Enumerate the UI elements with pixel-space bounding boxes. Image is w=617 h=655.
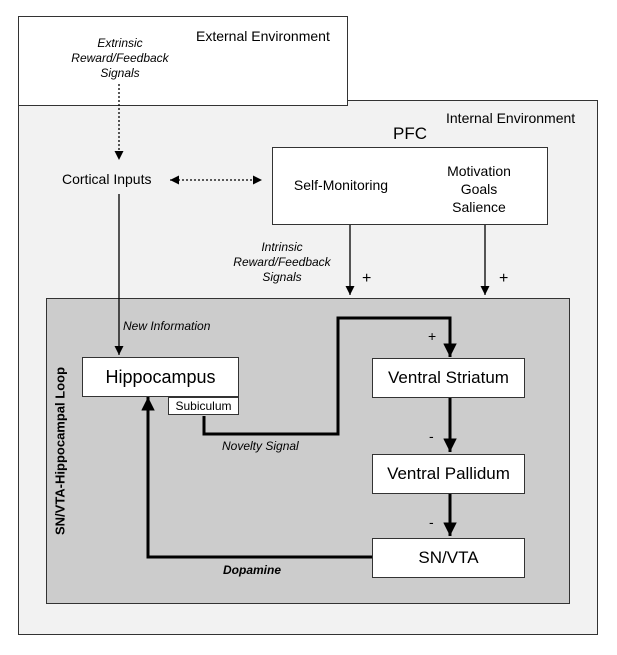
self-monitoring-label: Self-Monitoring bbox=[293, 177, 389, 193]
salience-label: Salience bbox=[452, 199, 506, 215]
external-environment-panel bbox=[18, 16, 348, 106]
extrinsic-line-3: Signals bbox=[100, 66, 140, 80]
plus-sign-left: + bbox=[362, 270, 372, 287]
external-environment-title: External Environment bbox=[196, 28, 330, 44]
plus-sign-striatum: + bbox=[428, 328, 437, 344]
intrinsic-line-2: Reward/Feedback bbox=[233, 255, 331, 269]
subiculum-node: Subiculum bbox=[168, 397, 239, 415]
motivation-label: Motivation bbox=[447, 163, 511, 179]
novelty-signal-label: Novelty Signal bbox=[222, 439, 299, 453]
goals-label: Goals bbox=[460, 181, 498, 197]
internal-environment-title: Internal Environment bbox=[446, 110, 576, 126]
pfc-title: PFC bbox=[393, 124, 427, 143]
pfc-box bbox=[272, 147, 548, 225]
ventral-striatum-node: Ventral Striatum bbox=[372, 358, 525, 398]
dopamine-arrow bbox=[141, 397, 372, 559]
minus-sign-pallidum: - bbox=[429, 428, 434, 444]
hippocampus-node: Hippocampus bbox=[82, 357, 239, 397]
novelty-signal-arrow bbox=[202, 316, 457, 436]
cortical-inputs-label: Cortical Inputs bbox=[62, 171, 152, 187]
intrinsic-signals-label: Intrinsic Reward/Feedback Signals bbox=[222, 240, 342, 285]
dopamine-label: Dopamine bbox=[223, 563, 282, 577]
intrinsic-line-1: Intrinsic bbox=[261, 240, 303, 254]
extrinsic-signals-label: Extrinsic Reward/Feedback Signals bbox=[60, 36, 180, 81]
intrinsic-line-3: Signals bbox=[262, 270, 302, 284]
extrinsic-line-2: Reward/Feedback bbox=[71, 51, 169, 65]
pfc-motivation-goals-salience: Motivation Goals Salience bbox=[412, 162, 546, 216]
ventral-pallidum-node: Ventral Pallidum bbox=[372, 454, 525, 494]
extrinsic-line-1: Extrinsic bbox=[97, 36, 143, 50]
loop-title: SN/VTA-Hippocampal Loop bbox=[52, 366, 68, 536]
sn-vta-node: SN/VTA bbox=[372, 538, 525, 578]
new-information-label: New Information bbox=[123, 319, 211, 333]
minus-sign-snvta: - bbox=[429, 514, 434, 530]
plus-sign-right: + bbox=[499, 270, 509, 287]
